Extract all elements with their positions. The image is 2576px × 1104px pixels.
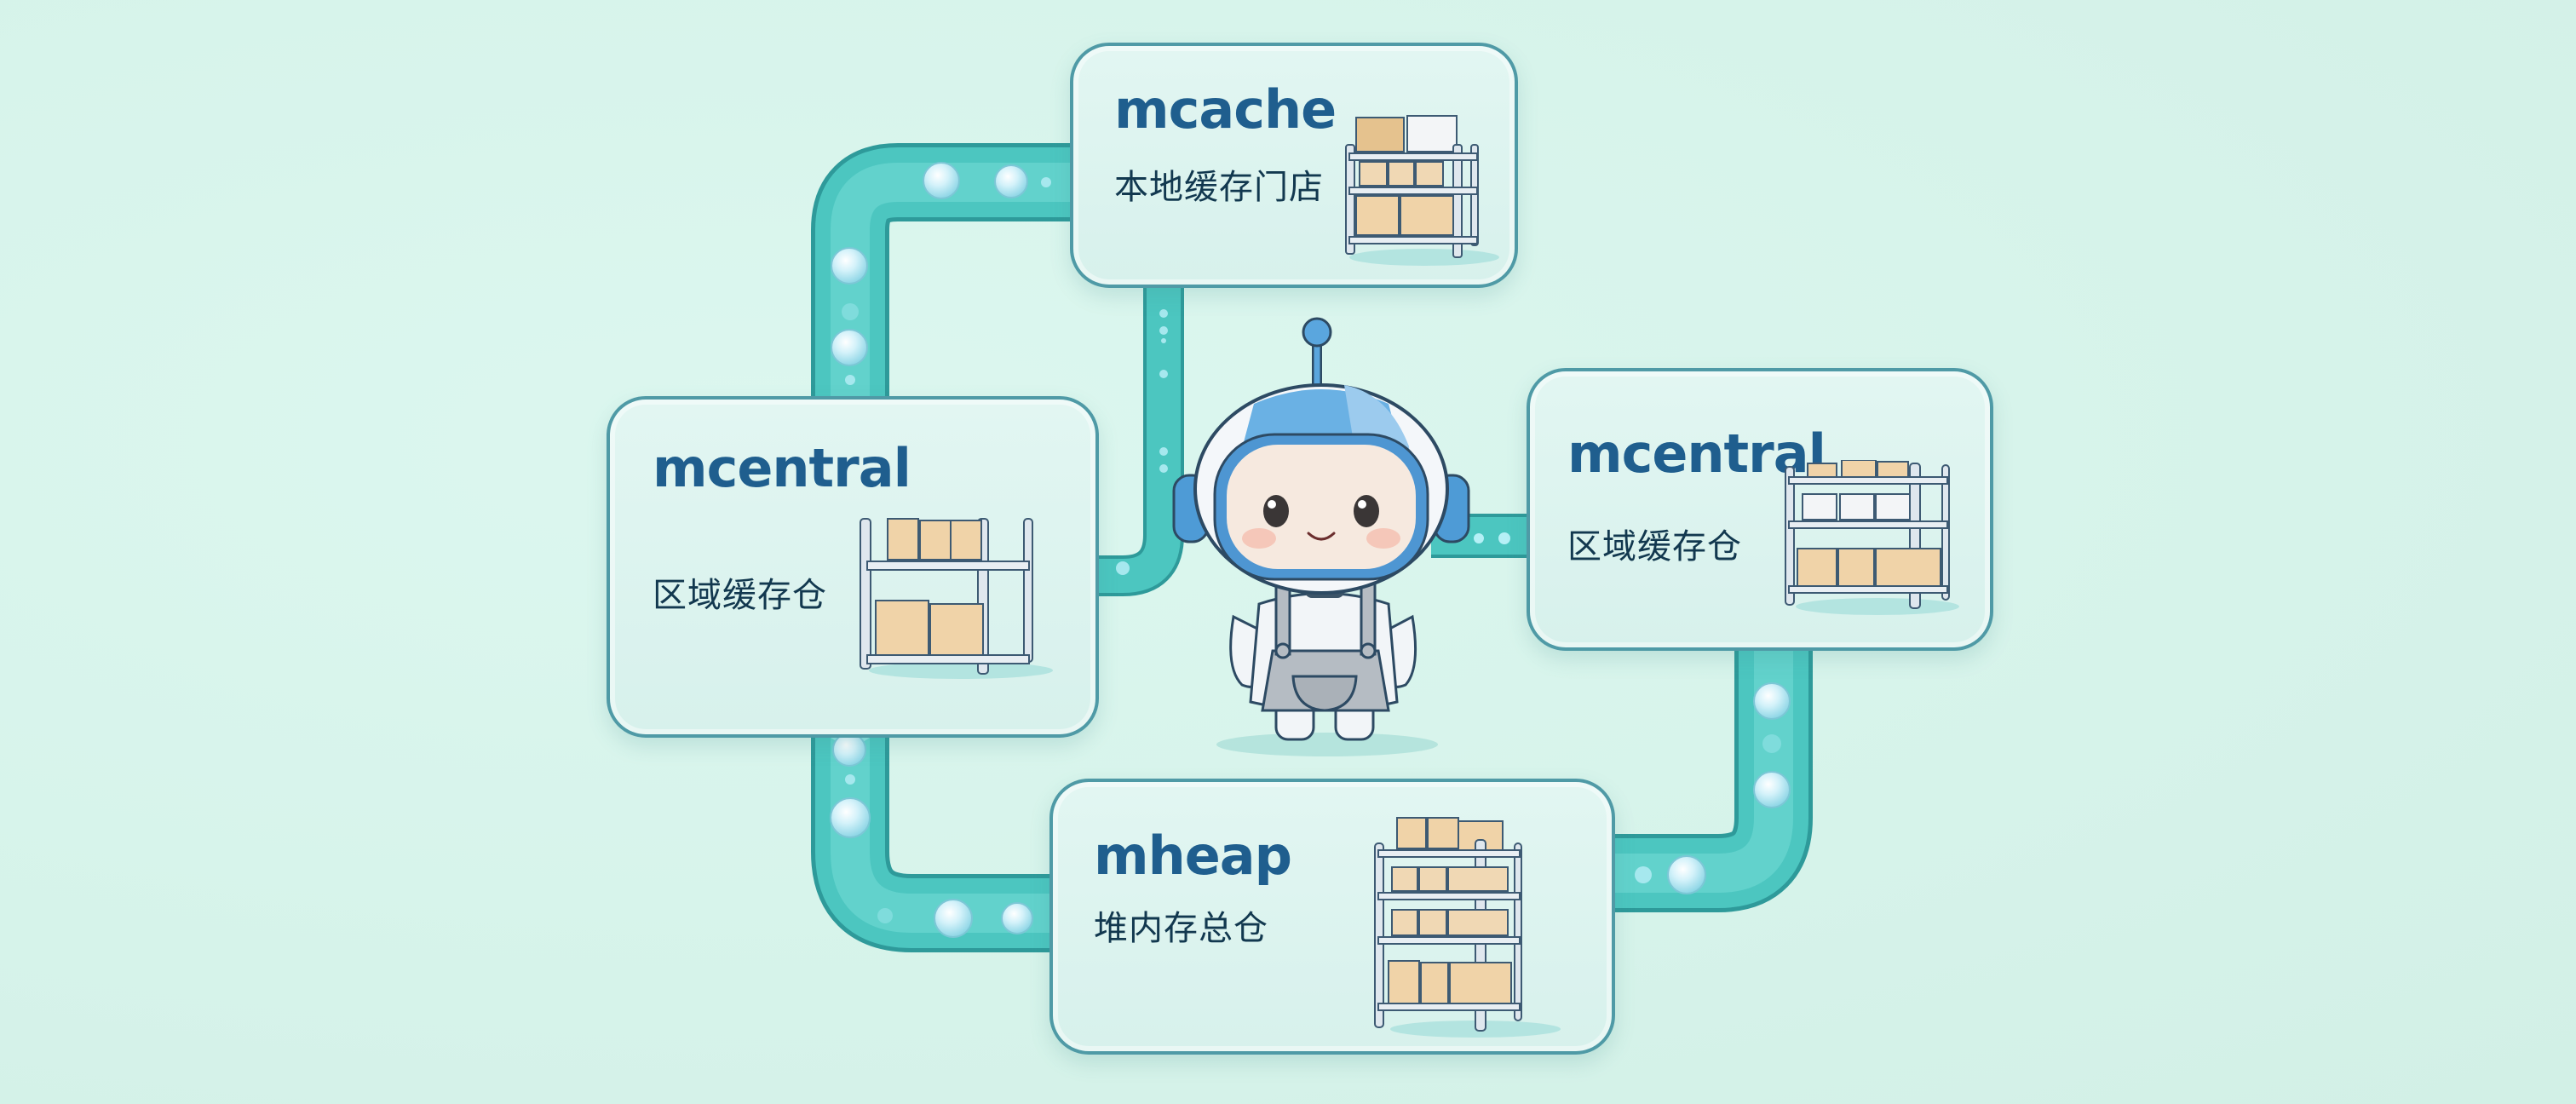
node-subtitle: 堆内存总仓 <box>1094 909 1268 948</box>
node-card-mcentral-right[interactable]: mcentral 区域缓存仓 <box>1527 368 1993 651</box>
pipe-mcentral-left-to-mcache <box>811 143 1075 400</box>
node-title: mheap <box>1094 825 1292 887</box>
node-subtitle: 区域缓存仓 <box>1567 527 1742 566</box>
shelf-icon <box>860 518 1053 679</box>
node-title: mcentral <box>1567 423 1826 485</box>
pipe-mheap-to-mcentral-right <box>1612 647 1813 912</box>
node-card-mcentral-left[interactable]: mcentral 区域缓存仓 <box>607 396 1099 738</box>
node-subtitle: 本地缓存门店 <box>1114 168 1324 207</box>
node-title: mcentral <box>653 437 911 499</box>
robot-mascot-icon <box>1172 317 1470 756</box>
shelf-icon <box>1345 115 1499 266</box>
node-card-mcache[interactable]: mcache 本地缓存门店 <box>1070 43 1518 288</box>
pipe-mcache-to-mcentral-left <box>1095 281 1184 596</box>
node-card-mheap[interactable]: mheap 堆内存总仓 <box>1049 779 1615 1055</box>
shelf-icon <box>1374 817 1561 1038</box>
node-subtitle: 区域缓存仓 <box>653 576 827 615</box>
shelf-icon <box>1785 460 1959 615</box>
node-title: mcache <box>1114 78 1337 141</box>
